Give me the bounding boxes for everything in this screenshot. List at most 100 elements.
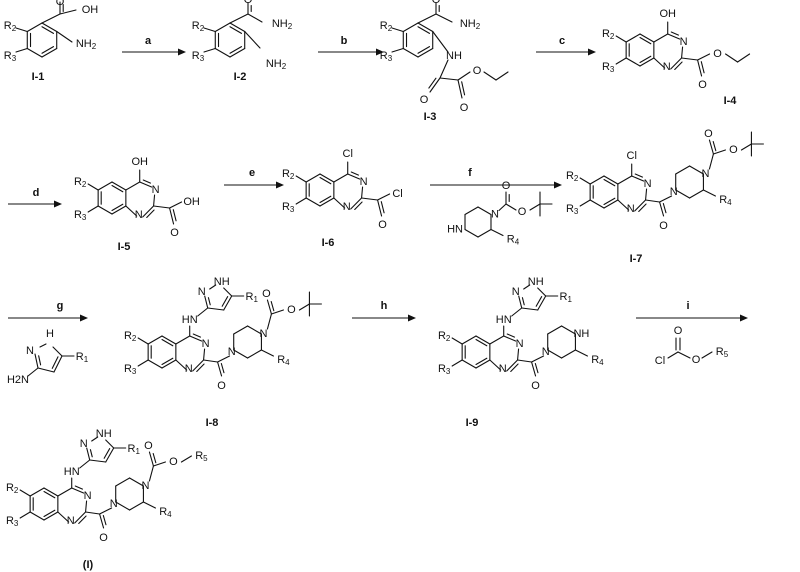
bond bbox=[380, 201, 385, 214]
bond bbox=[111, 203, 124, 212]
bond bbox=[625, 33, 641, 43]
bond bbox=[659, 201, 665, 217]
compound-id: I-8 bbox=[206, 417, 219, 429]
bond bbox=[477, 206, 492, 216]
atom-label: OH bbox=[183, 196, 200, 208]
atom-label: N bbox=[360, 176, 368, 188]
bond bbox=[153, 205, 171, 209]
bond bbox=[74, 511, 87, 524]
bond bbox=[677, 351, 691, 359]
atom-label: R2 bbox=[380, 20, 393, 33]
bond bbox=[161, 357, 174, 366]
bond bbox=[417, 46, 431, 54]
bond bbox=[402, 22, 419, 33]
bond bbox=[361, 186, 364, 199]
bond bbox=[57, 487, 73, 497]
atom-label: N bbox=[627, 203, 635, 215]
atom-label: OH bbox=[659, 8, 676, 20]
atom-label: R2 bbox=[438, 330, 451, 343]
bond bbox=[319, 195, 332, 204]
atom-label: R4 bbox=[719, 194, 732, 207]
atom-label: R3 bbox=[438, 363, 451, 376]
bond bbox=[71, 487, 85, 494]
bond bbox=[85, 500, 88, 513]
bond bbox=[490, 228, 504, 237]
bond bbox=[15, 47, 28, 53]
bond bbox=[547, 349, 563, 359]
bond bbox=[638, 203, 647, 213]
atom-label: Cl bbox=[655, 355, 665, 367]
atom-label: R2 bbox=[74, 176, 87, 189]
bond bbox=[674, 61, 683, 71]
bond bbox=[537, 295, 547, 311]
bond bbox=[574, 349, 588, 357]
bond bbox=[689, 165, 704, 175]
bond bbox=[534, 362, 539, 374]
atom-label: Cl bbox=[343, 148, 353, 160]
bond bbox=[319, 173, 335, 183]
atom-label: NH bbox=[573, 328, 589, 340]
atom-label: O bbox=[169, 456, 178, 468]
bond bbox=[129, 501, 144, 511]
atom-label: O bbox=[56, 0, 65, 8]
bond bbox=[172, 209, 177, 222]
atom-label: N bbox=[516, 338, 524, 350]
atom-label: R4 bbox=[159, 506, 172, 519]
bond bbox=[115, 501, 131, 511]
bond bbox=[169, 201, 183, 209]
bond bbox=[489, 335, 505, 345]
bond bbox=[354, 201, 363, 211]
atom-label: N bbox=[499, 363, 507, 375]
step-label: e bbox=[249, 167, 255, 179]
bond bbox=[697, 53, 711, 61]
bond bbox=[402, 47, 419, 58]
atom-label: R5 bbox=[195, 450, 208, 463]
bond bbox=[712, 149, 726, 155]
compound-id: (I) bbox=[83, 559, 94, 571]
atom-label: N bbox=[670, 186, 678, 198]
bond bbox=[220, 362, 225, 374]
bond bbox=[111, 205, 127, 215]
bond bbox=[295, 175, 307, 183]
bond bbox=[217, 355, 231, 363]
bond bbox=[681, 46, 684, 59]
bond bbox=[483, 71, 497, 81]
bond bbox=[41, 46, 55, 54]
bond bbox=[457, 71, 471, 81]
bond bbox=[347, 173, 361, 180]
bond bbox=[361, 197, 379, 201]
bond bbox=[244, 30, 261, 49]
bond bbox=[19, 489, 31, 497]
atom-label: N bbox=[135, 209, 143, 221]
bond bbox=[229, 13, 249, 24]
atom-label: R3 bbox=[74, 209, 87, 222]
bond bbox=[41, 26, 55, 34]
atom-label: O bbox=[287, 304, 296, 316]
arrowhead bbox=[554, 181, 562, 189]
bond bbox=[37, 367, 55, 373]
bond bbox=[498, 203, 507, 212]
bond bbox=[270, 300, 275, 312]
bond bbox=[147, 359, 163, 369]
bond bbox=[377, 193, 391, 201]
atom-label: R1 bbox=[246, 291, 259, 304]
bond bbox=[417, 22, 434, 33]
atom-label: HN bbox=[447, 223, 463, 235]
bond bbox=[142, 501, 156, 509]
bond bbox=[78, 515, 87, 525]
bond bbox=[689, 189, 704, 199]
arrowhead bbox=[276, 181, 284, 189]
bond bbox=[247, 325, 262, 335]
compound-I-3: ONH2NHOOOR2R3I-3 bbox=[380, 0, 509, 123]
atom-label: NH bbox=[214, 276, 230, 288]
bond bbox=[39, 343, 47, 348]
compound-id: I-7 bbox=[630, 253, 643, 265]
bond bbox=[702, 189, 716, 197]
arrow-d: d bbox=[8, 187, 62, 208]
bond bbox=[85, 511, 101, 515]
bond bbox=[701, 351, 713, 359]
bond bbox=[510, 363, 519, 373]
